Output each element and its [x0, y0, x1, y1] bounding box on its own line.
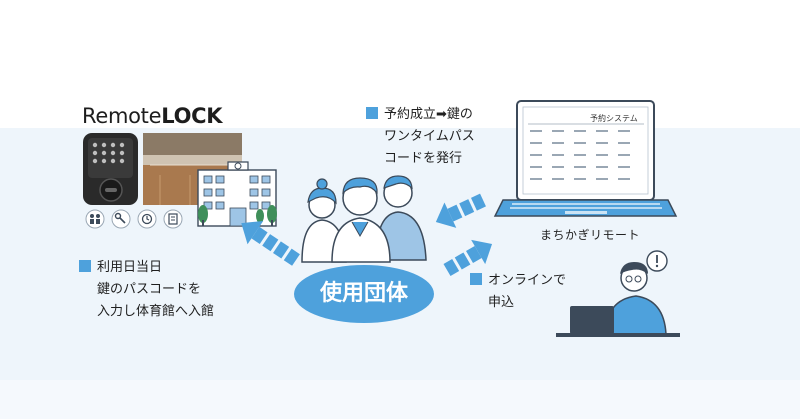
background-fade [0, 380, 800, 419]
school-building-icon [197, 161, 277, 227]
caption-text: 予約成立➡鍵の [384, 107, 473, 122]
caption-line: 予約成立➡鍵の [366, 104, 475, 126]
service-name: まちかぎリモート [540, 228, 641, 242]
caption-line: ワンタイムパス [384, 129, 475, 144]
bullet-square-icon [470, 273, 482, 285]
user-group-illustration [301, 175, 427, 263]
caption-line: 申込 [488, 295, 515, 310]
key-icon [111, 209, 131, 229]
caption-line: 入力し体育館へ入館 [97, 304, 215, 319]
caption-text: 利用日当日 [97, 260, 163, 275]
caption-apply-online: オンラインで 申込 [470, 270, 566, 314]
bullet-square-icon [79, 260, 91, 272]
caption-line: 鍵のパスコードを [97, 282, 202, 297]
remotelock-logo: RemoteLOCK [82, 104, 223, 128]
caption-line: コードを発行 [384, 151, 463, 166]
document-icon [163, 209, 183, 229]
clock-icon [137, 209, 157, 229]
bullet-square-icon [366, 107, 378, 119]
keypad-lock-illustration [83, 133, 138, 205]
caption-enter-code: 利用日当日 鍵のパスコードを 入力し体育館へ入館 [79, 257, 214, 323]
caption-line: オンラインで [470, 270, 566, 292]
people-icon [85, 209, 105, 229]
logo-text-lock: LOCK [161, 104, 223, 128]
arrow-from-laptop [435, 193, 486, 228]
arrow-to-building [241, 220, 300, 266]
user-group-label: 使用団体 [294, 265, 434, 323]
logo-text-remote: Remote [82, 104, 162, 128]
caption-line: 利用日当日 [79, 257, 214, 279]
arrow-to-laptop [443, 239, 493, 277]
feature-icons-row [85, 209, 183, 229]
reservation-system-title: 予約システム [590, 114, 638, 123]
caption-issue-code: 予約成立➡鍵の ワンタイムパス コードを発行 [366, 104, 475, 170]
applicant-illustration [556, 250, 680, 337]
caption-text: オンラインで [488, 273, 567, 288]
laptop-illustration [493, 100, 678, 217]
